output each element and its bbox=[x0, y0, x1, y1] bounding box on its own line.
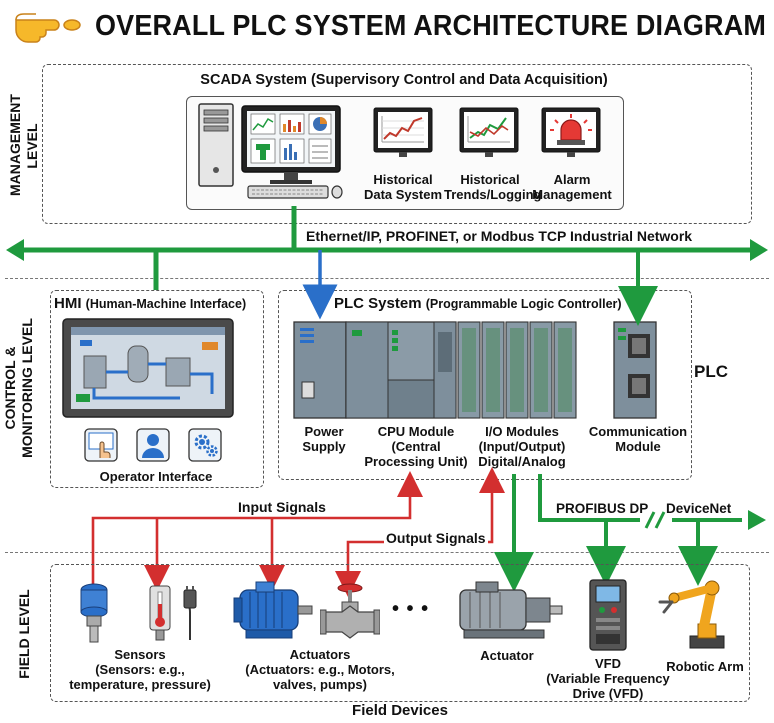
actuator-label: Actuator bbox=[480, 648, 534, 663]
historical-trends-icon bbox=[459, 107, 519, 157]
fieldbus-break-icon bbox=[644, 511, 666, 529]
hmi-box bbox=[50, 290, 264, 488]
page-title: OVERALL PLC SYSTEM ARCHITECTURE DIAGRAM bbox=[95, 10, 767, 42]
pressure-sensor-icon bbox=[80, 583, 108, 643]
field-devices-box bbox=[50, 564, 750, 702]
fieldbus-lines bbox=[538, 474, 766, 586]
scada-workstation-icon bbox=[198, 103, 343, 199]
plc-side-label: PLC bbox=[694, 362, 728, 381]
user-icon bbox=[136, 428, 170, 462]
profibus-label: PROFIBUS DP bbox=[556, 501, 649, 516]
temperature-sensor-icon bbox=[149, 585, 197, 641]
level-divider-top bbox=[5, 278, 769, 279]
actuator-motor-icon bbox=[459, 581, 563, 639]
management-level-box bbox=[42, 64, 752, 224]
plc-title: PLC System (Programmable Logic Controlle… bbox=[334, 295, 622, 312]
historical-data-icon bbox=[373, 107, 433, 157]
motor-icon bbox=[233, 581, 313, 639]
io-modules-label: I/O Modules(Input/Output)Digital/Analog bbox=[478, 424, 566, 469]
robotic-arm-icon bbox=[658, 580, 725, 649]
network-bus bbox=[6, 206, 768, 290]
field-devices-label: Field Devices bbox=[352, 702, 448, 719]
communication-module-icon bbox=[613, 321, 657, 419]
sensors-label: Sensors(Sensors: e.g.,temperature, press… bbox=[69, 647, 211, 692]
pointing-hand-icon bbox=[15, 13, 81, 43]
hmi-touchscreen bbox=[62, 318, 234, 418]
operator-interface-label: Operator Interface bbox=[99, 469, 213, 484]
actuators-label: Actuators(Actuators: e.g., Motors,valves… bbox=[245, 647, 395, 692]
alarm-icon bbox=[541, 107, 601, 157]
hmi-title: HMI (Human-Machine Interface) bbox=[54, 295, 247, 312]
vfd-icon bbox=[589, 579, 627, 651]
touch-hand-icon bbox=[84, 428, 118, 462]
scada-title: SCADA System (Supervisory Control and Da… bbox=[200, 72, 608, 88]
devicenet-label: DeviceNet bbox=[666, 501, 732, 516]
level-divider-bottom bbox=[5, 552, 769, 553]
plc-rack bbox=[293, 321, 577, 419]
robotic-arm-label: Robotic Arm bbox=[666, 659, 744, 674]
output-signals-label: Output Signals bbox=[384, 530, 488, 546]
network-label: Ethernet/IP, PROFINET, or Modbus TCP Ind… bbox=[306, 228, 693, 244]
gear-icon bbox=[188, 428, 222, 462]
valve-icon bbox=[320, 583, 380, 639]
ellipsis-dots: • • • bbox=[392, 598, 430, 620]
input-signals-label: Input Signals bbox=[238, 499, 326, 515]
